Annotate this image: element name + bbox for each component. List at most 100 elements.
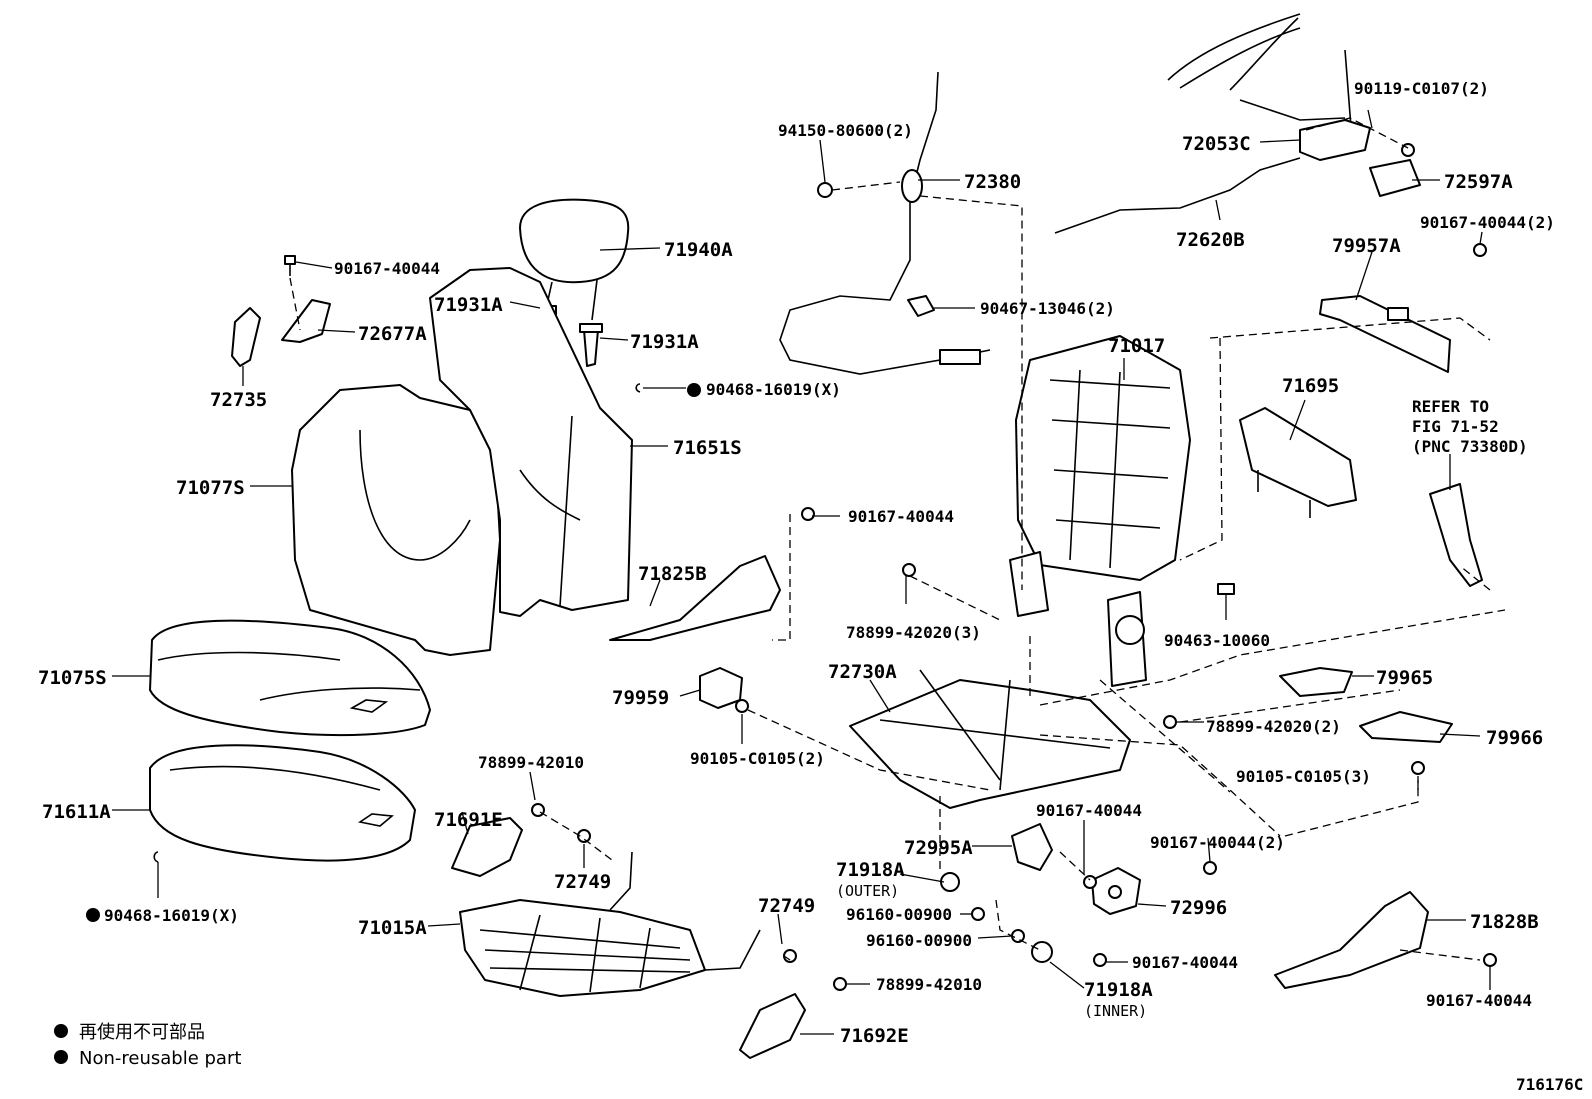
vehicle-body-outline [1167,13,1353,141]
headrest-guide-right [579,323,603,367]
cover-71692E [739,993,806,1059]
label-72749-a: 72749 [554,871,611,893]
label-71931A-right: 71931A [630,331,699,353]
cover-71825B [609,555,781,641]
spring-71918A-inner [1031,941,1053,963]
cable-72380 [779,71,991,375]
label-79957A: 79957A [1332,235,1401,257]
clamp-90467-13046 [907,295,935,317]
label-71611A: 71611A [42,801,111,823]
legend-text-en: Non-reusable part [79,1048,241,1069]
label-72053C: 72053C [1182,133,1251,155]
label-72380: 72380 [964,171,1021,193]
label-71077S: 71077S [176,477,245,499]
cable-72620B [1054,157,1301,234]
label-71651S: 71651S [673,437,742,459]
panel-71695 [1239,407,1357,518]
legend-dot-en [54,1050,68,1064]
label-78899-42010-a: 78899-42010 [478,753,584,772]
label-90167-40044-a: 90167-40044 [334,259,440,278]
label-96160-00900-a: 96160-00900 [846,905,952,924]
cover-71828B [1274,891,1429,989]
legend-text-jp: 再使用不可部品 [79,1022,205,1043]
non-reusable-marker-bottom [86,908,100,922]
fasteners [531,143,1497,991]
latch-72053C [1299,119,1371,161]
leader-lines [112,109,1491,1035]
label-71695: 71695 [1282,375,1339,397]
figure-id: 716176C [1516,1075,1583,1094]
cover-72995A [1011,823,1053,871]
headrest [519,198,630,321]
cover-71691E [451,817,523,877]
non-reusable-marker-top [687,383,701,397]
label-72995A: 72995A [904,837,973,859]
label-71017: 71017 [1108,335,1165,357]
label-outer: (OUTER) [836,882,899,900]
label-79965: 79965 [1376,667,1433,689]
label-inner: (INNER) [1084,1002,1147,1020]
bracket-72677A [281,299,331,343]
label-79966: 79966 [1486,727,1543,749]
label-71075S: 71075S [38,667,107,689]
label-71825B: 71825B [638,563,707,585]
clip-90468-top [635,383,641,393]
label-refer-fig: FIG 71-52 [1412,417,1499,436]
label-94150-80600: 94150-80600(2) [778,121,913,140]
label-90105-C0105-2: 90105-C0105(2) [690,749,825,768]
label-90467-13046: 90467-13046(2) [980,299,1115,318]
label-78899-42020-2: 78899-42020(2) [1206,717,1341,736]
label-72730A: 72730A [828,661,897,683]
bolt-90167-40044-a [284,255,301,331]
legend: 再使用不可部品 Non-reusable part [54,1022,241,1069]
clip-90468-bottom [153,851,159,863]
seat-track-72730A [849,669,1131,809]
label-71931A-left: 71931A [434,294,503,316]
label-90105-C0105-3: 90105-C0105(3) [1236,767,1371,786]
label-71691E: 71691E [434,809,503,831]
bracket-72735 [231,307,261,367]
label-90167-40044-b: 90167-40044 [848,507,954,526]
label-90119-C0107: 90119-C0107(2) [1354,79,1489,98]
seat-frame-71015A [459,851,761,997]
dashed-guides [539,117,1506,961]
label-refer-pnc: (PNC 73380D) [1412,437,1528,456]
cover-79965 [1279,667,1353,697]
cover-79959 [699,667,743,709]
label-72996: 72996 [1170,897,1227,919]
cushion-cover-71075S [149,619,431,737]
label-78899-42010-b: 78899-42010 [876,975,982,994]
label-72620B: 72620B [1176,229,1245,251]
label-79959: 79959 [612,687,669,709]
label-96160-00900-b: 96160-00900 [866,931,972,950]
bracket-79957A [1319,295,1451,373]
seatback-cover-71077S [291,384,501,656]
label-90167-40044-c: 90167-40044 [1036,801,1142,820]
handle-72597A [1369,159,1421,197]
label-72749-b: 72749 [758,895,815,917]
label-90167-40044-2-top: 90167-40044(2) [1420,213,1555,232]
label-71918A-outer: 71918A [836,859,905,881]
label-90463-10060: 90463-10060 [1164,631,1270,650]
cover-72996 [1091,867,1141,915]
label-90468-16019-bottom: 90468-16019(X) [104,906,239,925]
label-90468-16019-top: 90468-16019(X) [706,380,841,399]
label-71692E: 71692E [840,1025,909,1047]
cover-79966 [1359,711,1453,743]
label-72677A: 72677A [358,323,427,345]
label-72735: 72735 [210,389,267,411]
seatback-pad-71651S [429,267,633,617]
label-90167-40044-e: 90167-40044 [1426,991,1532,1010]
part-refer-73380D [1429,483,1483,587]
label-78899-42020-3: 78899-42020(3) [846,623,981,642]
label-90167-40044-2-mid: 90167-40044(2) [1150,833,1285,852]
label-72597A: 72597A [1444,171,1513,193]
label-refer-to: REFER TO [1412,397,1489,416]
label-71918A-inner: 71918A [1084,979,1153,1001]
label-90167-40044-d: 90167-40044 [1132,953,1238,972]
label-71828B: 71828B [1470,911,1539,933]
label-71015A: 71015A [358,917,427,939]
cushion-pad-71611A [149,744,416,862]
seatback-frame-71017 [1009,335,1191,687]
